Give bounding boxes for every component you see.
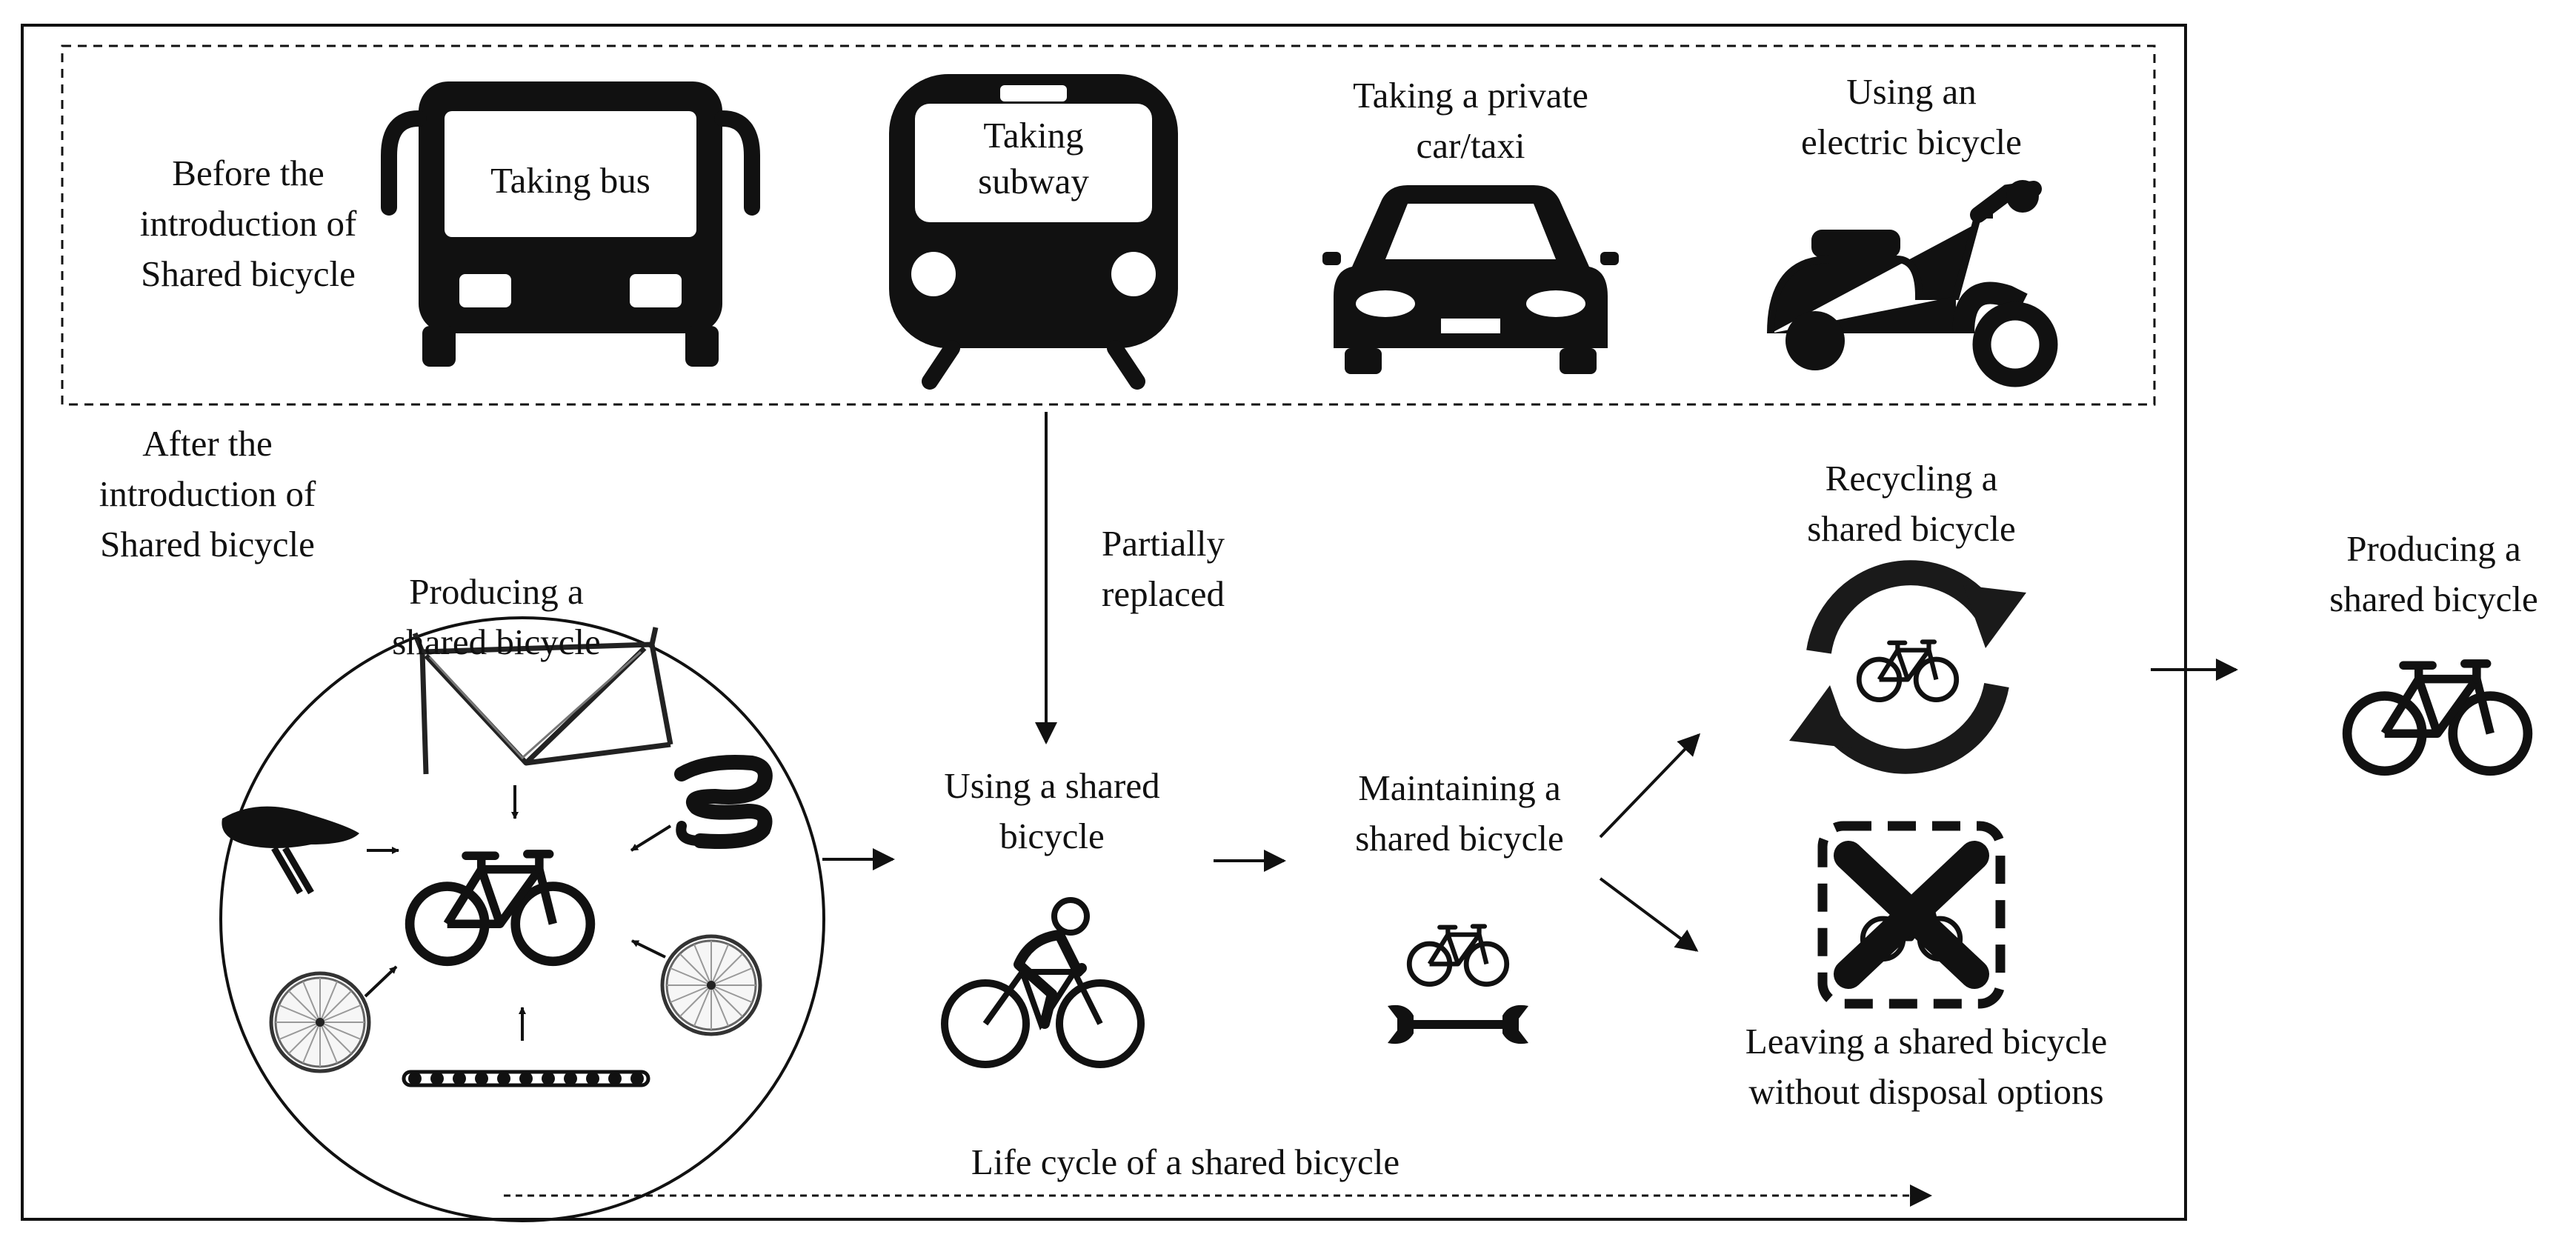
saddle-icon (222, 806, 359, 895)
leaving-label: Leaving a shared bicycle without disposa… (1697, 1016, 2156, 1117)
after-label-line: Shared bicycle (100, 524, 315, 564)
front-wheel-icon (271, 973, 369, 1071)
subway-label-line: Taking (983, 115, 1084, 156)
using-label: Using a shared bicycle (889, 761, 1215, 862)
partially-replaced-line: replaced (1102, 573, 1225, 614)
subway-icon (889, 74, 1178, 390)
abandoned-bicycle-icon (1817, 821, 2006, 1009)
bus-label: Taking bus (459, 156, 682, 206)
electric-bicycle-label-line: Using an (1846, 71, 1977, 112)
car-label-line: Taking a private (1353, 75, 1588, 116)
subway-label-line: subway (978, 161, 1089, 201)
using-label-line: bicycle (999, 816, 1105, 856)
bicycle-frame-icon (412, 627, 673, 775)
electric-bicycle-label: Using an electric bicycle (1741, 67, 2082, 167)
car-label-line: car/taxi (1416, 125, 1525, 166)
maintaining-label-line: Maintaining a (1358, 767, 1561, 808)
electric-bicycle-icon (1767, 180, 2058, 387)
partially-replaced-label: Partially replaced (1059, 519, 1267, 619)
before-label-line: introduction of (139, 203, 357, 244)
maintaining-label: Maintaining a shared bicycle (1304, 763, 1615, 864)
subway-label: Taking subway (922, 113, 1145, 204)
producing-bicycle-icon (2347, 664, 2528, 771)
producing-circle-title-line: Producing a (409, 571, 584, 612)
electric-bicycle-label-line: electric bicycle (1801, 121, 2022, 162)
partially-replaced-line: Partially (1101, 523, 1225, 564)
recycle-icon (1789, 560, 2026, 774)
central-bicycle-icon (410, 854, 590, 962)
leaving-label-line: without disposal options (1748, 1071, 2104, 1112)
producing-circle-title: Producing a shared bicycle (348, 567, 645, 667)
life-cycle-label: Life cycle of a shared bicycle (815, 1137, 1556, 1187)
wrench-icon (1388, 1004, 1528, 1044)
leaving-label-line: Leaving a shared bicycle (1745, 1021, 2108, 1062)
before-dashed-box (61, 44, 2156, 406)
rear-wheel-icon (662, 936, 760, 1034)
before-label: Before the introduction of Shared bicycl… (96, 148, 400, 299)
car-label: Taking a private car/taxi (1304, 70, 1637, 171)
recycling-label: Recycling a shared bicycle (1748, 453, 2074, 554)
outer-frame (21, 24, 2187, 1221)
cyclist-icon (941, 897, 1145, 1068)
bus-icon (381, 81, 760, 367)
production-circle (219, 616, 825, 1222)
maintenance-bicycle-icon (1409, 927, 1506, 984)
bus-label-text: Taking bus (490, 160, 650, 201)
car-icon (1322, 185, 1619, 374)
before-label-line: Before the (172, 153, 325, 193)
producing-right-label: Producing a shared bicycle (2293, 524, 2575, 624)
recycling-label-line: shared bicycle (1807, 508, 2016, 549)
maintaining-label-line: shared bicycle (1355, 818, 1564, 859)
chain-icon (402, 1070, 650, 1087)
to-recycle-arrow (1599, 733, 1701, 839)
using-label-line: Using a shared (944, 765, 1160, 806)
life-cycle-label-text: Life cycle of a shared bicycle (971, 1142, 1400, 1182)
producing-right-label-line: shared bicycle (2329, 579, 2538, 619)
after-label-line: After the (142, 423, 273, 464)
after-label-line: introduction of (99, 473, 316, 514)
before-label-line: Shared bicycle (141, 253, 356, 294)
producing-circle-title-line: shared bicycle (392, 622, 601, 662)
producing-right-label-line: Producing a (2346, 528, 2521, 569)
after-label: After the introduction of Shared bicycle (52, 419, 363, 570)
handlebar-icon (674, 755, 773, 849)
recycling-label-line: Recycling a (1825, 458, 1998, 499)
to-leave-arrow (1599, 877, 1699, 952)
